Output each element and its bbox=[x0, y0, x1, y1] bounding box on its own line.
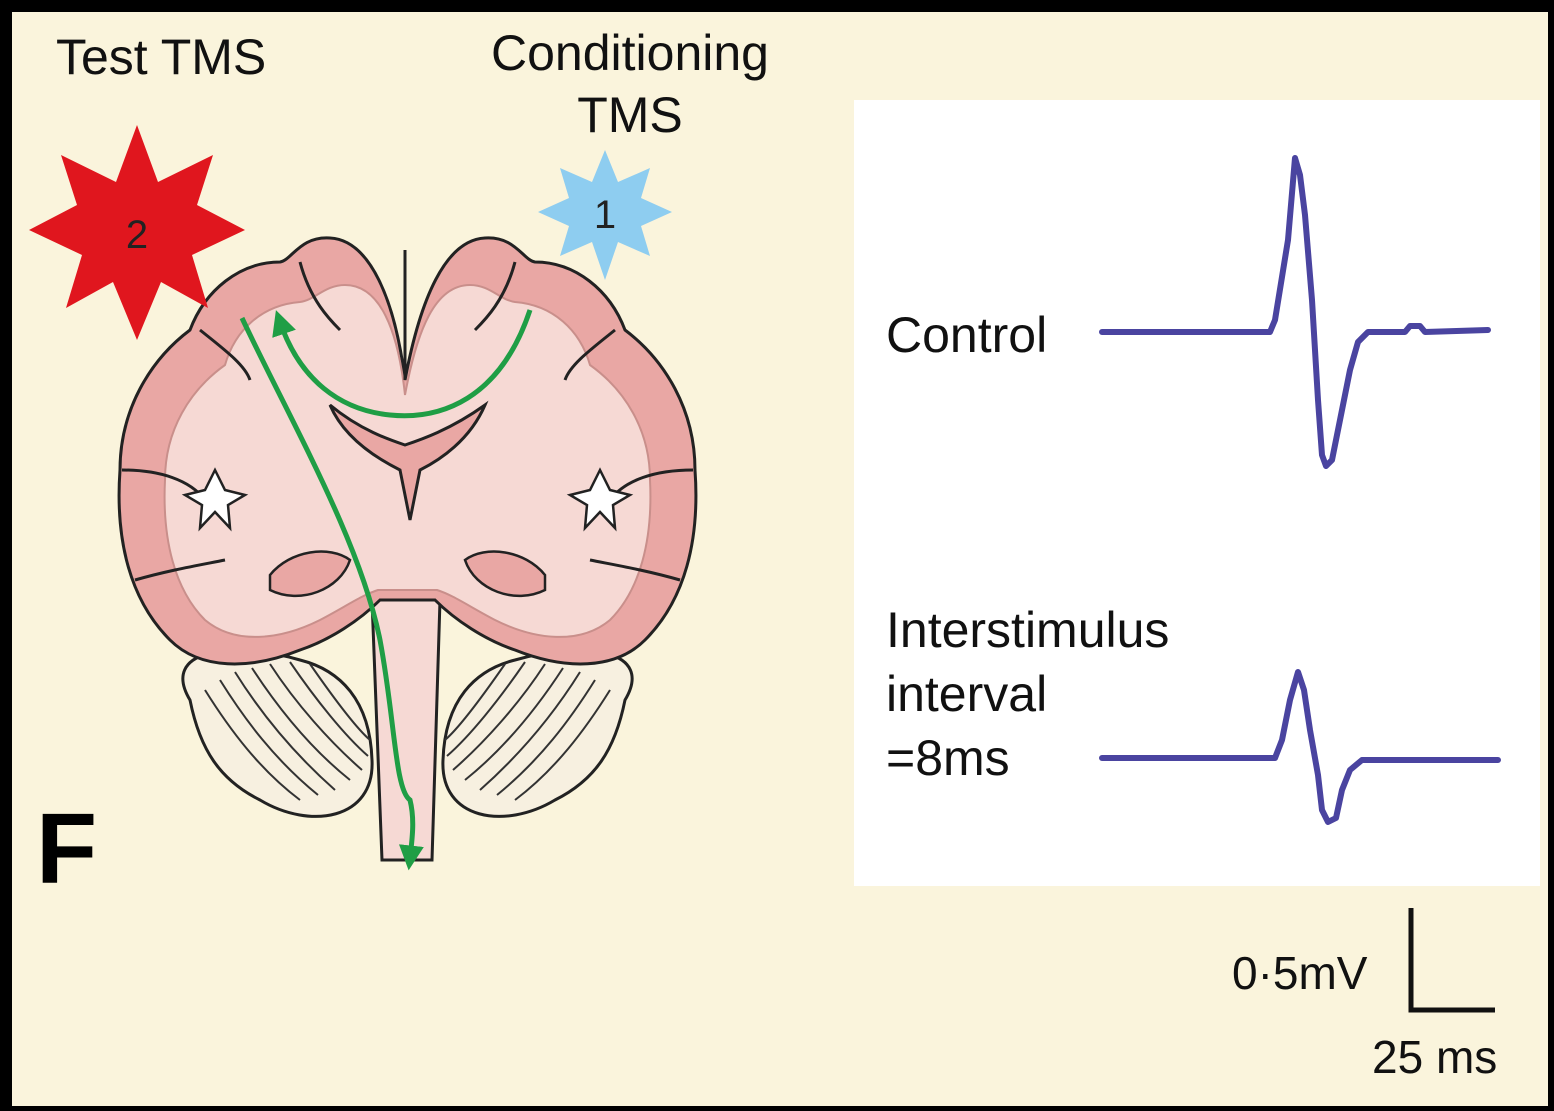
conditioning-tms-number: 1 bbox=[594, 193, 616, 237]
control-label: Control bbox=[886, 306, 1047, 364]
conditioning-label-line1: Conditioning bbox=[480, 22, 780, 84]
conditioning-tms-label: Conditioning TMS bbox=[480, 22, 780, 146]
isi-label-line1: Interstimulus bbox=[886, 598, 1216, 662]
interstimulus-interval-label: Interstimulus interval =8ms bbox=[886, 598, 1216, 790]
scale-bar-voltage-label: 0·5mV bbox=[1232, 946, 1367, 1000]
isi-label-line3: =8ms bbox=[886, 726, 1216, 790]
test-tms-label: Test TMS bbox=[56, 28, 266, 86]
conditioning-label-line2: TMS bbox=[480, 84, 780, 146]
test-tms-number: 2 bbox=[126, 213, 148, 257]
scale-bar-time-label: 25 ms bbox=[1372, 1030, 1497, 1084]
isi-label-line2: interval bbox=[886, 662, 1216, 726]
panel-letter: F bbox=[36, 792, 97, 907]
